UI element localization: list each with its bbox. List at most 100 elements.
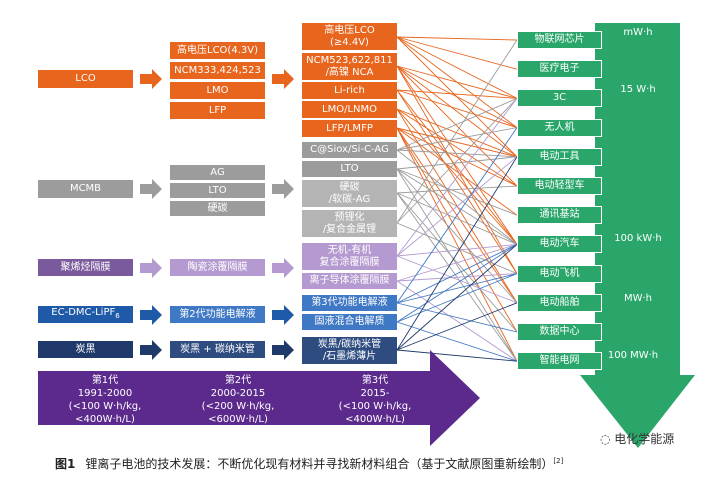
caption-ref: [2] <box>553 457 564 465</box>
arrow-right-icon <box>140 258 162 278</box>
application-item: 3C <box>517 89 602 108</box>
scale-label-100MWh: 100 MW·h <box>607 350 659 361</box>
connection-line <box>396 65 518 187</box>
application-item: 电动飞机 <box>517 264 602 283</box>
arrow-right-icon <box>272 179 294 199</box>
connection-line <box>396 98 518 224</box>
application-item: 电动汽车 <box>517 235 602 254</box>
arrow-right-icon <box>140 69 162 89</box>
connection-line <box>396 168 518 216</box>
chat-bubble-icon: ◌ <box>600 432 615 446</box>
electrolyte-gen3-1: 第3代功能电解液 <box>302 295 397 311</box>
connection-line <box>396 149 518 158</box>
connection-line <box>396 97 518 151</box>
arrow-right-icon <box>272 340 294 360</box>
application-item: 数据中心 <box>517 323 602 341</box>
connection-line <box>396 65 518 158</box>
anode-arrows <box>140 179 294 199</box>
anode-origin: MCMB <box>38 180 133 198</box>
conductor-arrows <box>140 340 294 360</box>
connection-line <box>396 168 518 362</box>
arrow-right-icon <box>272 305 294 325</box>
connection-line <box>396 65 518 129</box>
connection-line <box>396 36 518 70</box>
cathode-gen3-5: LFP/LMFP <box>302 120 397 137</box>
connection-line <box>396 156 518 351</box>
electrolyte-origin-label: EC-DMC-LiPF6 <box>51 307 120 320</box>
connection-line <box>396 321 518 362</box>
connection-line <box>396 302 518 333</box>
connection-line <box>396 36 518 99</box>
caption-text: 锂离子电池的技术发展：不断优化现有材料并寻找新材料组合（基于文献原图重新绘制） <box>85 457 554 471</box>
application-item: 电动轻型车 <box>517 177 602 195</box>
anode-gen3-4: 预锂化 /复合金属锂 <box>302 210 397 237</box>
connection-line <box>396 89 518 245</box>
connection-line <box>396 65 518 245</box>
connection-line <box>396 149 518 245</box>
cathode-gen3-3: Li-rich <box>302 82 397 99</box>
scale-label-mwh: mW·h <box>623 27 653 38</box>
connection-line <box>396 89 518 99</box>
era-gen3: 第3代 2015- (<100 W·h/kg, <400W·h/L) <box>338 375 412 425</box>
application-item: 电动工具 <box>517 147 602 166</box>
conductor-gen3-1: 炭黑/碳纳米管 /石墨烯薄片 <box>302 337 397 364</box>
connection-line <box>396 222 518 275</box>
connection-line <box>396 89 518 129</box>
anode-gen2-3: 硬碳 <box>170 201 265 216</box>
scale-label-100kwh: 100 kW·h <box>614 233 662 244</box>
connection-line <box>396 127 518 158</box>
connection-line <box>396 273 518 323</box>
cathode-gen3-1: 高电压LCO (≥4.4V) <box>302 23 397 50</box>
connection-line <box>396 127 518 151</box>
cathode-gen2-1: 高电压LCO(4.3V) <box>170 42 265 59</box>
connection-line <box>396 156 518 257</box>
electrolyte-origin: EC-DMC-LiPF6 <box>38 306 133 323</box>
application-item: 无人机 <box>517 118 602 137</box>
connection-line <box>396 127 518 187</box>
connection-line <box>396 65 518 99</box>
connection-line <box>396 243 518 257</box>
era-arrow <box>38 350 480 446</box>
scale-label-MWh: MW·h <box>623 293 653 304</box>
electrolyte-gen2-1: 第2代功能电解液 <box>170 306 265 323</box>
connection-line <box>396 244 518 351</box>
connection-line <box>396 273 518 282</box>
application-item: 通讯基站 <box>517 206 602 225</box>
conductor-gen2-1: 炭黑 + 碳纳米管 <box>170 341 265 358</box>
application-item: 电动船舶 <box>517 293 602 312</box>
connection-line <box>396 108 518 158</box>
arrow-right-icon <box>140 179 162 199</box>
arrow-right-icon <box>140 340 162 360</box>
electrolyte-gen3-2: 固液混合电解质 <box>302 314 397 330</box>
anode-gen3-3: 硬碳 /软碳-AG <box>302 180 397 207</box>
connection-line <box>396 168 518 304</box>
connection-line <box>396 349 518 362</box>
cathode-origin: LCO <box>38 70 133 88</box>
connection-line <box>396 192 518 245</box>
anode-gen2-1: AG <box>170 165 265 180</box>
connection-line <box>396 98 518 257</box>
anode-gen2-2: LTO <box>170 183 265 198</box>
connection-line <box>396 244 518 323</box>
conductor-origin: 炭黑 <box>38 341 133 358</box>
arrow-right-icon <box>272 69 294 89</box>
connection-line <box>396 36 518 41</box>
connection-line <box>396 127 518 333</box>
connection-line <box>396 243 518 304</box>
application-item: 医疗电子 <box>517 60 602 79</box>
separator-gen3-2: 离子导体涂覆隔膜 <box>302 273 397 289</box>
era-gen2: 第2代 2000-2015 (<200 W·h/kg, <600W·h/L) <box>201 375 275 425</box>
cathode-gen2-2: NCM333,424,523 <box>170 62 265 79</box>
arrow-right-icon <box>272 258 294 278</box>
application-item: 物联网芯片 <box>517 31 602 49</box>
watermark: ◌ 电化学能源 <box>600 430 674 447</box>
cathode-arrows <box>140 69 294 89</box>
application-item: 智能电网 <box>517 352 602 371</box>
cathode-gen3-4: LMO/LNMO <box>302 101 397 118</box>
era-gen1: 第1代 1991-2000 (<100 W·h/kg, <400W·h/L) <box>68 375 142 425</box>
watermark-text: 电化学能源 <box>614 432 675 446</box>
connection-line <box>396 302 518 351</box>
anode-gen3-1: C@Siox/Si-C-AG <box>302 142 397 158</box>
